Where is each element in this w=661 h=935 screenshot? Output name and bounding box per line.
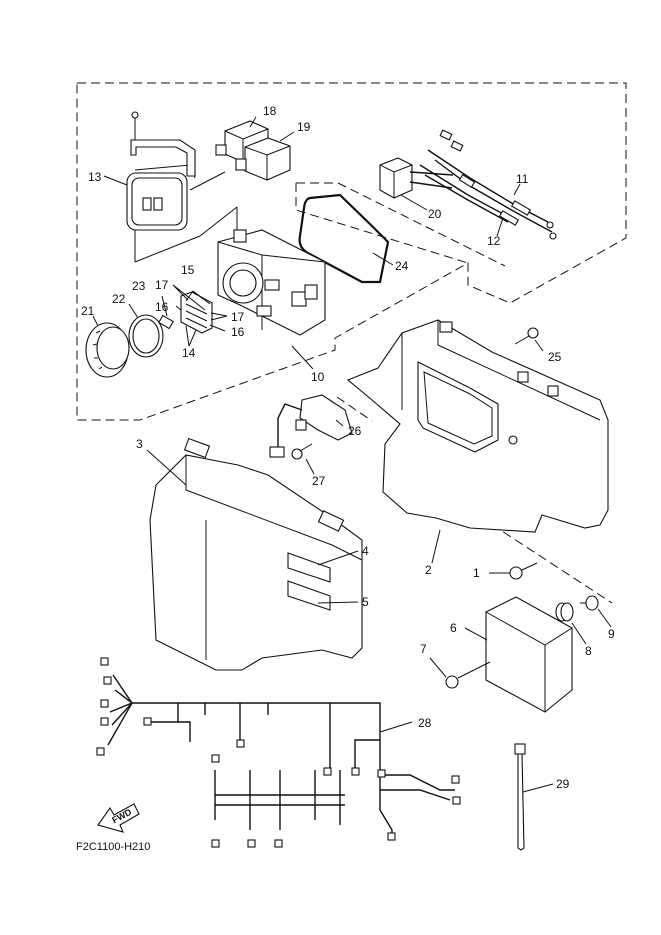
- callout-3: 3: [136, 437, 143, 451]
- drawing-code: F2C1100-H210: [76, 841, 150, 853]
- callout-19: 19: [297, 120, 311, 134]
- callout-6: 6: [450, 621, 457, 635]
- part-26-sensor: [269, 394, 353, 458]
- part-19-relay: [235, 137, 291, 181]
- part-7-bolt: [445, 661, 491, 689]
- callout-27: 27: [312, 474, 326, 488]
- part-1-bolt: [509, 562, 538, 580]
- part-23-fuse: [158, 314, 174, 330]
- part-29-cable-tie: [514, 743, 526, 851]
- part-4-decal: [287, 552, 331, 583]
- callout-16a: 16: [155, 300, 169, 314]
- part-10-control-assembly: [217, 229, 326, 336]
- part-2-main-box: [346, 319, 609, 533]
- part-3-cover: [149, 437, 363, 671]
- assembly-boundary-2: [296, 182, 506, 267]
- part-20-sensor: [379, 157, 454, 199]
- callout-15: 15: [181, 263, 195, 277]
- callout-16b: 16: [231, 325, 245, 339]
- callout-10: 10: [311, 370, 325, 384]
- callout-18: 18: [263, 104, 277, 118]
- part-8-grommet: [555, 602, 574, 622]
- part-12-cable: [419, 164, 520, 226]
- part-28-wire-harness: [96, 657, 461, 848]
- callout-4: 4: [362, 544, 369, 558]
- part-24-gasket: [298, 193, 390, 284]
- part-9-collar: [580, 595, 599, 611]
- callout-13: 13: [88, 170, 102, 184]
- callout-24: 24: [395, 259, 409, 273]
- callout-21: 21: [81, 304, 95, 318]
- fwd-arrow-icon: FWD: [97, 803, 140, 833]
- part-6-control-unit: [485, 596, 573, 713]
- leader-lines: [92, 116, 612, 793]
- part-11-cable: [427, 129, 557, 240]
- callout-17b: 17: [231, 310, 245, 324]
- group-boundary: [76, 82, 627, 421]
- callout-11: 11: [516, 172, 529, 186]
- leader-dash-26: [336, 396, 373, 422]
- callout-7: 7: [420, 642, 427, 656]
- callout-12: 12: [487, 234, 501, 248]
- part-25-bolt: [514, 327, 539, 345]
- part-27-screw: [291, 443, 313, 460]
- callout-1: 1: [473, 566, 480, 580]
- callout-20: 20: [428, 207, 442, 221]
- part-bracket: [130, 111, 196, 177]
- callout-5: 5: [362, 595, 369, 609]
- callout-25: 25: [548, 350, 562, 364]
- assembly-boundary: [295, 183, 469, 264]
- callout-23: 23: [132, 279, 146, 293]
- callout-26: 26: [348, 424, 362, 438]
- callout-29: 29: [556, 777, 570, 791]
- callout-2: 2: [425, 563, 432, 577]
- callout-14: 14: [182, 346, 196, 360]
- part-21-cap: [85, 322, 130, 378]
- callout-9: 9: [608, 627, 615, 641]
- callout-22: 22: [112, 292, 126, 306]
- callout-17a: 17: [155, 278, 169, 292]
- callout-8: 8: [585, 644, 592, 658]
- part-22-o-ring: [128, 314, 164, 358]
- part-13-cover: [126, 164, 196, 231]
- callout-28: 28: [418, 716, 432, 730]
